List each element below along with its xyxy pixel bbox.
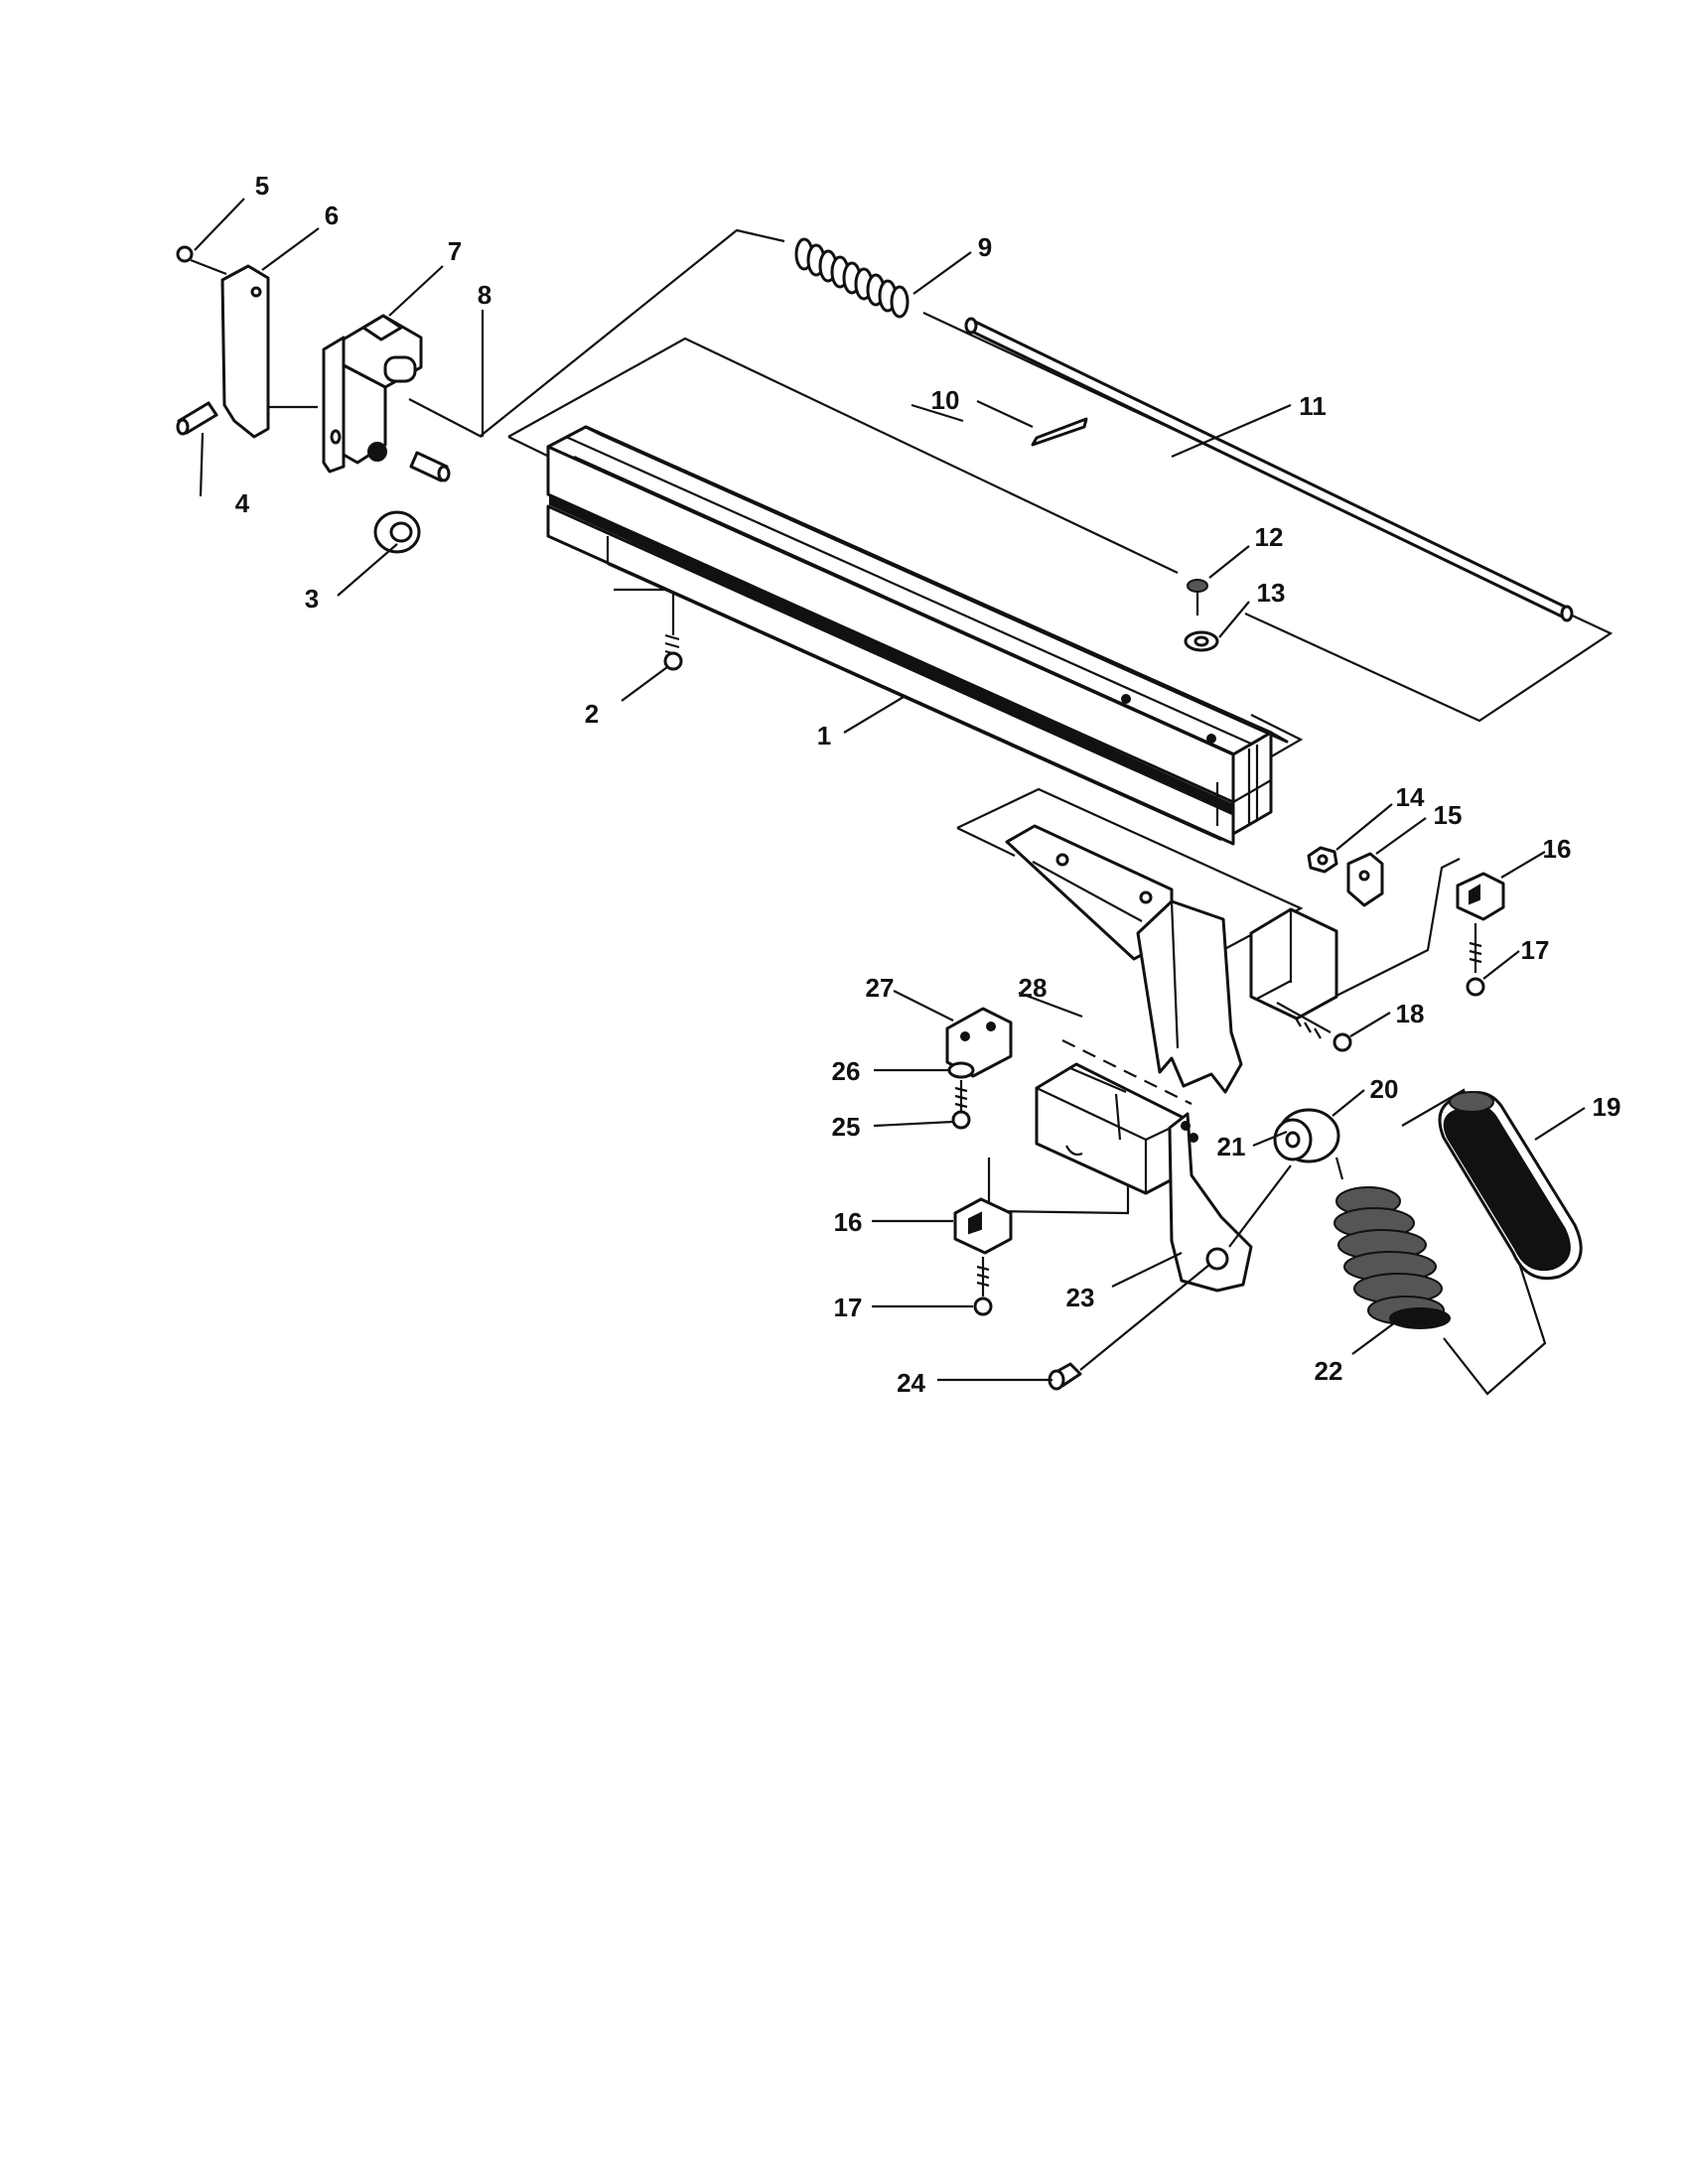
washer-part-13 [1184, 630, 1219, 652]
callout-16b: 16 [834, 1207, 863, 1237]
lever-bracket-part-6 [220, 264, 270, 439]
screw-part-18 [1276, 1002, 1352, 1052]
pin-part-4 [176, 401, 218, 436]
wheel-part-3 [373, 510, 421, 554]
callout-13: 13 [1257, 578, 1286, 608]
washer-part-26 [947, 1061, 975, 1079]
callout-labels: 1 2 3 4 5 6 7 8 9 10 11 12 13 14 15 16 1… [235, 171, 1621, 1398]
screw-part-2 [663, 633, 683, 671]
callout-7: 7 [448, 236, 462, 266]
rod-part-11 [964, 317, 1574, 622]
screw-part-17a [1466, 923, 1485, 997]
hub-part-20 [1273, 1108, 1340, 1163]
callout-2: 2 [585, 699, 599, 729]
slide-part-16b [953, 1197, 1013, 1255]
pin-part-10 [1031, 417, 1088, 447]
callout-8: 8 [478, 280, 491, 310]
pin-part-8 [409, 451, 451, 482]
spring-part-22 [1333, 1157, 1451, 1329]
callout-15: 15 [1434, 800, 1463, 830]
callout-12: 12 [1255, 522, 1284, 552]
callout-23: 23 [1066, 1283, 1095, 1312]
nut-part-14 [1307, 846, 1338, 874]
callout-26: 26 [832, 1056, 861, 1086]
end-cap-part-7 [322, 314, 423, 474]
callout-9: 9 [978, 232, 992, 262]
callout-27: 27 [866, 973, 895, 1003]
callout-11: 11 [1299, 391, 1327, 421]
callout-19: 19 [1593, 1092, 1621, 1122]
callout-10: 10 [931, 385, 960, 415]
screw-part-25 [951, 1080, 971, 1130]
callout-3: 3 [305, 584, 319, 614]
callout-22: 22 [1315, 1356, 1343, 1386]
callout-4: 4 [235, 488, 250, 518]
fence-rail-part-1 [546, 425, 1289, 846]
slide-part-16a [1456, 872, 1505, 921]
callout-24: 24 [897, 1368, 925, 1398]
callout-1: 1 [817, 721, 831, 751]
callout-17b: 17 [834, 1293, 863, 1322]
callout-28: 28 [1019, 973, 1048, 1003]
pin-part-24 [1048, 1362, 1082, 1391]
callout-21: 21 [1217, 1132, 1246, 1161]
screw-part-17b [973, 1257, 993, 1316]
callout-18: 18 [1396, 999, 1425, 1028]
callout-6: 6 [325, 201, 339, 230]
callout-20: 20 [1370, 1074, 1399, 1104]
callout-14: 14 [1396, 782, 1425, 812]
leader-lines [194, 198, 1586, 1382]
callout-5: 5 [255, 171, 269, 201]
spring-part-9 [794, 237, 910, 319]
callout-25: 25 [832, 1112, 861, 1142]
handle-part-19 [1438, 1091, 1583, 1280]
callout-17a: 17 [1521, 935, 1550, 965]
fence-head-body [1005, 824, 1338, 1195]
bracket-part-27 [945, 1007, 1013, 1078]
screw-part-12 [1187, 579, 1208, 615]
bracket-part-15 [1346, 852, 1384, 907]
screw-part-5 [176, 245, 227, 276]
callout-16a: 16 [1543, 834, 1572, 864]
